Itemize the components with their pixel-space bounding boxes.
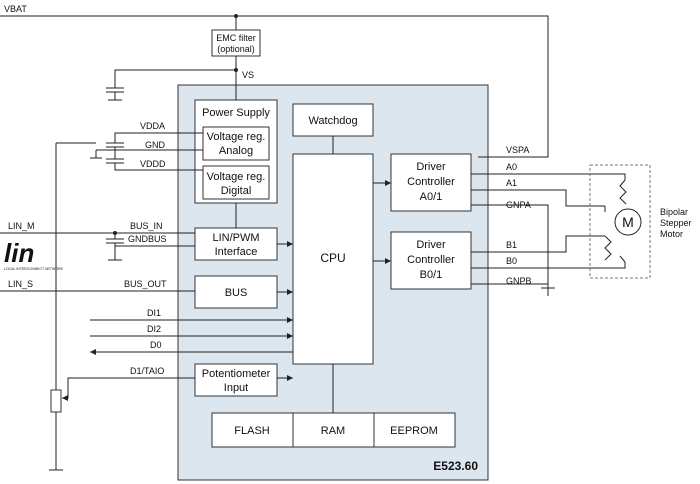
gndbus-ground <box>108 246 122 261</box>
eeprom-block <box>373 412 456 448</box>
vreg-analog-sublabel: Analog <box>219 145 253 157</box>
coil-b <box>604 235 612 261</box>
ram-label: RAM <box>321 425 345 437</box>
motor-symbol-label: M <box>622 214 634 230</box>
vdda-capacitor <box>106 142 124 148</box>
potentiometer-resistor <box>50 389 62 413</box>
a0-wire <box>471 173 626 180</box>
pot-ground <box>49 412 63 471</box>
gndbus-label: GNDBUS <box>128 234 167 244</box>
flash-block <box>211 412 294 448</box>
d1-taio-wire <box>62 377 195 401</box>
a1-wire <box>471 189 605 207</box>
motor-outline <box>589 164 651 279</box>
vreg-analog-label: Voltage reg. <box>207 131 266 143</box>
gnpa-wire <box>471 204 549 288</box>
driver-b-block <box>390 231 472 290</box>
driver-a-label-3: A0/1 <box>420 191 443 203</box>
bus-in-label: BUS_IN <box>130 221 163 231</box>
bus-out-label: BUS_OUT <box>124 279 167 289</box>
vreg-analog-block <box>202 126 270 161</box>
vspa-label: VSPA <box>506 145 529 155</box>
vbat-rail <box>0 15 549 158</box>
vreg-digital-label: Voltage reg. <box>207 171 266 183</box>
b0-wire <box>471 262 626 269</box>
vddd-label: VDDD <box>140 159 166 169</box>
vdda-wire <box>114 132 203 143</box>
potentiometer-label: Potentiometer <box>202 368 271 380</box>
flash-label: FLASH <box>234 425 270 437</box>
power-supply-label: Power Supply <box>202 107 270 119</box>
driver-b-label-3: B0/1 <box>420 269 443 281</box>
lin-pwm-block <box>194 227 278 261</box>
cpu-block <box>292 153 374 365</box>
driver-a-label-2: Controller <box>407 176 455 188</box>
vddd-capacitor <box>106 158 124 164</box>
watchdog-label: Watchdog <box>308 115 357 127</box>
d1-taio-label: D1/TAIO <box>130 366 164 376</box>
gnd-wire <box>90 149 203 159</box>
vdda-label: VDDA <box>140 121 165 131</box>
bus-capacitor <box>106 238 124 244</box>
vreg-digital-block <box>202 165 270 200</box>
lin-m-label: LIN_M <box>8 221 35 231</box>
coil-b-lead <box>619 255 626 263</box>
di2-label: DI2 <box>147 324 161 334</box>
lin-logo-text: lin <box>4 238 34 268</box>
vbat-label: VBAT <box>4 4 27 14</box>
gnpa-label: GNPA <box>506 200 531 210</box>
gnd-label: GND <box>145 140 166 150</box>
lin-pwm-label: LIN/PWM <box>212 232 259 244</box>
driver-a-label: Driver <box>416 161 446 173</box>
motor-label-3: Motor <box>660 229 683 239</box>
lin-pwm-sublabel: Interface <box>215 246 258 258</box>
a1-label: A1 <box>506 178 517 188</box>
vs-cap-ground <box>108 92 122 101</box>
gnpb-label: GNPB <box>506 276 532 286</box>
vddd-wire <box>114 163 203 171</box>
vs-cap-wire <box>114 69 236 88</box>
vreg-digital-sublabel: Digital <box>221 185 252 197</box>
a0-label: A0 <box>506 162 517 172</box>
motor-symbol <box>614 208 642 236</box>
b1-wire <box>471 235 605 253</box>
motor-label-2: Stepper <box>660 218 692 228</box>
chip-name: E523.60 <box>433 459 478 473</box>
d0-label: D0 <box>150 340 162 350</box>
ram-block <box>292 412 375 448</box>
driver-a-block <box>390 153 472 212</box>
emc-filter-block <box>211 29 261 57</box>
potentiometer-sublabel: Input <box>224 382 248 394</box>
driver-b-label-2: Controller <box>407 254 455 266</box>
lin-s-label: LIN_S <box>8 279 33 289</box>
watchdog-block <box>292 103 374 137</box>
vs-capacitor <box>106 87 124 93</box>
bus-label: BUS <box>225 287 248 299</box>
b0-label: B0 <box>506 256 517 266</box>
emc-filter-label: EMC filter <box>216 33 256 43</box>
vs-label: VS <box>242 70 254 80</box>
lin-logo-caption: LOCAL INTERCONNECT NETWORK <box>4 267 64 271</box>
driver-b-label: Driver <box>416 239 446 251</box>
coil-a <box>619 179 627 205</box>
potentiometer-block <box>194 363 278 397</box>
di1-label: DI1 <box>147 308 161 318</box>
b1-label: B1 <box>506 240 517 250</box>
lin-logo: lin LOCAL INTERCONNECT NETWORK <box>4 238 64 271</box>
eeprom-label: EEPROM <box>390 425 438 437</box>
motor-label: Bipolar <box>660 207 688 217</box>
cpu-label: CPU <box>320 251 345 265</box>
emc-filter-sublabel: (optional) <box>217 44 255 54</box>
